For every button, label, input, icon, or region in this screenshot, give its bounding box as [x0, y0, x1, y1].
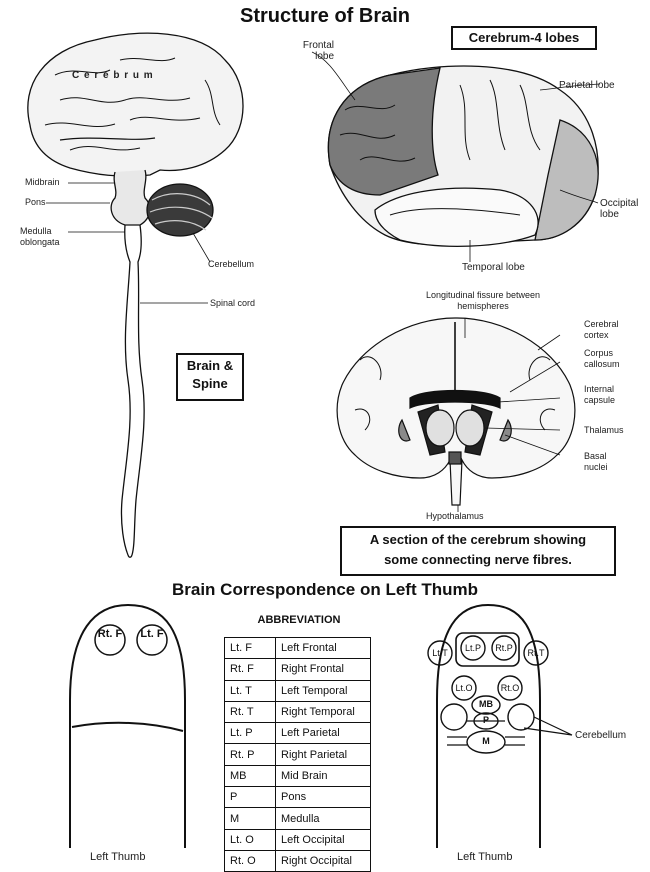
midbrain-label: Midbrain — [25, 177, 60, 187]
basal-nuclei-label: Basal nuclei — [584, 451, 608, 472]
right-thumb-mb: MB — [479, 699, 493, 709]
occipital-lobe-label: Occipital lobe — [600, 198, 639, 220]
coronal-section-drawing — [336, 317, 576, 512]
page-title: Structure of Brain — [239, 5, 411, 27]
abbreviation-name: Left Parietal — [275, 722, 371, 745]
abbreviation-code: MB — [224, 764, 276, 788]
left-thumb-caption: Left Thumb — [90, 851, 146, 863]
section-caption-line1: A section of the cerebrum showing — [369, 532, 587, 547]
abbreviation-name: Left Occipital — [275, 828, 371, 851]
abbreviation-name: Left Frontal — [275, 636, 371, 660]
abbreviation-name: Right Temporal — [275, 700, 371, 724]
pons-label: Pons — [25, 197, 46, 207]
right-thumb-cerebellum: Cerebellum — [575, 730, 627, 741]
abbreviation-code: Lt. F — [224, 636, 276, 660]
frontal-lobe-label: Frontal lobe — [302, 40, 334, 62]
left-thumb-outline — [69, 603, 186, 848]
right-thumb-outline — [427, 603, 573, 848]
abbreviation-code: Rt. T — [224, 700, 276, 724]
abbreviation-code: P — [224, 786, 276, 809]
section-caption-box: A section of the cerebrum showing some c… — [340, 526, 616, 576]
fissure-label: Longitudinal fissure between hemispheres — [425, 290, 541, 311]
abbreviation-code: Rt. O — [224, 849, 276, 872]
abbreviation-name: Right Occipital — [275, 849, 371, 872]
cortex-label: Cerebral cortex — [584, 319, 619, 340]
abbreviation-code: Lt. O — [224, 828, 276, 851]
abbreviation-code: M — [224, 807, 276, 830]
abbreviation-name: Left Temporal — [275, 679, 371, 702]
abbreviation-heading: ABBREVIATION — [257, 614, 341, 626]
right-thumb-rt-t: Rt.T — [527, 648, 545, 658]
thumb-section-title: Brain Correspondence on Left Thumb — [171, 580, 479, 599]
parietal-lobe-label: Parietal lobe — [559, 80, 615, 91]
callosum-label: Corpus callosum — [584, 348, 620, 369]
cerebrum-lobes-drawing — [311, 51, 601, 262]
abbreviation-name: Mid Brain — [275, 764, 371, 788]
abbreviation-code: Rt. F — [224, 658, 276, 681]
cerebrum-lobes-box: Cerebrum-4 lobes — [451, 26, 597, 50]
spinal-cord-label: Spinal cord — [210, 298, 256, 308]
abbreviation-name: Right Parietal — [275, 743, 371, 766]
hypothalamus-label: Hypothalamus — [426, 511, 484, 521]
left-thumb-rt-f: Rt. F — [97, 628, 123, 640]
right-thumb-lt-p: Lt.P — [464, 643, 481, 653]
brain-spine-box: Brain & Spine — [176, 353, 244, 401]
cerebellum-label: Cerebellum — [208, 259, 255, 269]
temporal-lobe-label: Temporal lobe — [462, 262, 525, 273]
abbreviation-code: Lt. T — [224, 679, 276, 702]
left-thumb-lt-f: Lt. F — [140, 628, 164, 640]
abbreviation-code: Rt. P — [224, 743, 276, 766]
capsule-label: Internal capsule — [584, 384, 616, 405]
medulla-label: Medulla oblongata — [20, 226, 60, 247]
right-thumb-p: P — [482, 715, 489, 725]
right-thumb-m: M — [482, 736, 490, 746]
right-thumb-lt-t: Lt.T — [432, 648, 448, 658]
abbreviation-name: Medulla — [275, 807, 371, 830]
brain-side-view — [27, 32, 244, 558]
abbreviation-code: Lt. P — [224, 722, 276, 745]
cerebrum-label: C e r e b r u m — [72, 70, 154, 81]
right-thumb-rt-p: Rt.P — [495, 643, 513, 653]
abbreviation-name: Pons — [275, 786, 371, 809]
right-thumb-caption: Left Thumb — [457, 851, 513, 863]
right-thumb-rt-o: Rt.O — [500, 683, 520, 693]
section-caption-line2: some connecting nerve fibres. — [384, 552, 572, 567]
thalamus-label: Thalamus — [584, 425, 624, 435]
right-thumb-lt-o: Lt.O — [455, 683, 473, 693]
abbreviation-name: Right Frontal — [275, 658, 371, 681]
